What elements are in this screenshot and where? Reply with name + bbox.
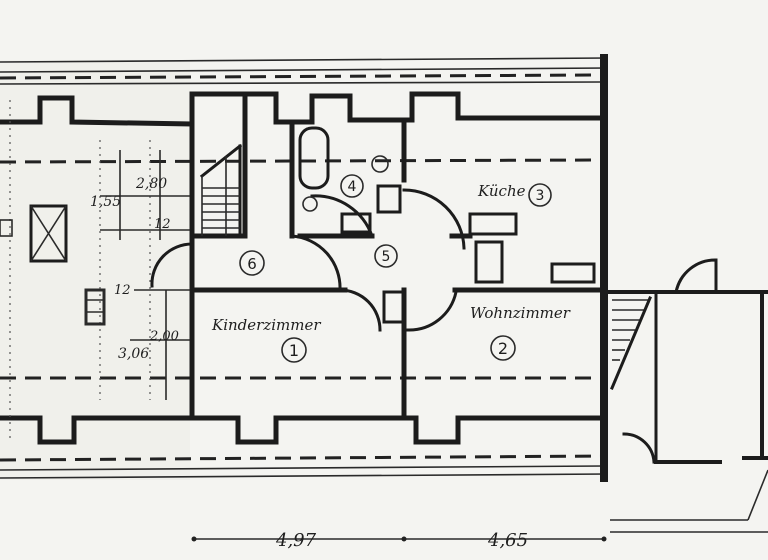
bath-fixtures bbox=[298, 126, 402, 234]
wohnzimmer-label: Wohnzimmer bbox=[470, 304, 571, 322]
dimension-3-06: 3,06 bbox=[118, 346, 149, 362]
annex bbox=[608, 258, 768, 533]
dimension-12-upper: 12 bbox=[154, 217, 171, 232]
dimension-2-80: 2,80 bbox=[135, 176, 167, 192]
svg-text:4: 4 bbox=[348, 179, 357, 195]
room-number-3: 3 bbox=[528, 183, 552, 207]
kueche-label: Küche bbox=[477, 182, 526, 200]
kitchen-fixtures bbox=[468, 212, 596, 284]
door-swings bbox=[150, 188, 466, 332]
dimension-bottom-left: 4,97 bbox=[275, 530, 317, 551]
paper-texture bbox=[0, 60, 190, 480]
kinderzimmer-label: Kinderzimmer bbox=[211, 316, 321, 334]
ladder-icon bbox=[84, 288, 106, 326]
dimension-1-55: 1,55 bbox=[90, 194, 121, 210]
dimension-2-00: 2,00 bbox=[149, 329, 179, 344]
room-number-6: 6 bbox=[239, 250, 265, 276]
room-number-4: 4 bbox=[340, 174, 364, 198]
svg-text:3: 3 bbox=[536, 188, 545, 204]
svg-text:1: 1 bbox=[289, 341, 299, 360]
dimension-bottom-right: 4,65 bbox=[487, 530, 528, 551]
room-number-2: 2 bbox=[490, 335, 516, 361]
room-number-1: 1 bbox=[281, 337, 307, 363]
chimney-icon bbox=[29, 204, 68, 263]
room-number-5: 5 bbox=[374, 244, 398, 268]
exterior-stair bbox=[610, 296, 652, 390]
svg-text:2: 2 bbox=[498, 339, 508, 358]
left-attic-outline bbox=[0, 95, 193, 445]
svg-text:6: 6 bbox=[247, 255, 257, 273]
small-vent-icon bbox=[0, 219, 13, 237]
dimension-12-lower: 12 bbox=[114, 283, 131, 298]
main-walls bbox=[189, 54, 608, 482]
svg-text:5: 5 bbox=[382, 249, 391, 265]
dimension-lines bbox=[100, 150, 607, 542]
staircase bbox=[199, 143, 243, 238]
